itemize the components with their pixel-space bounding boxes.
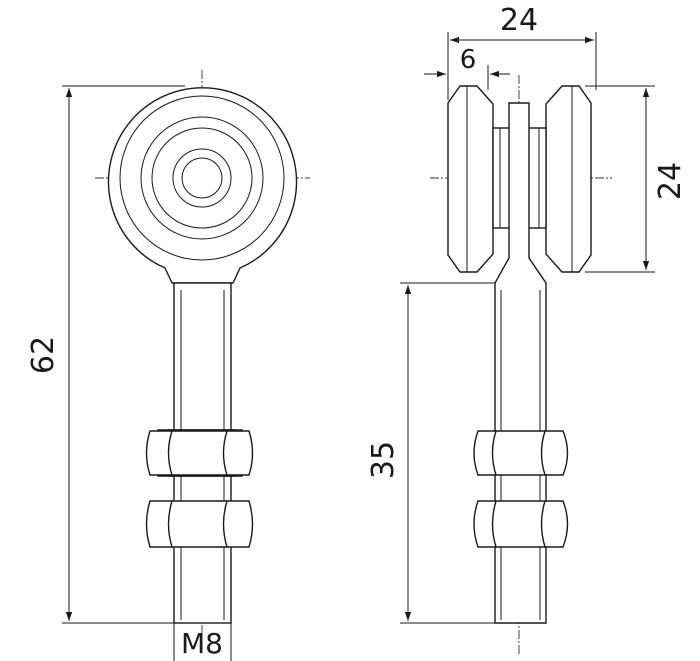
axle xyxy=(494,102,547,624)
dim-total-height: 62 xyxy=(26,336,61,374)
eye-outer xyxy=(107,87,298,284)
side-nut-upper xyxy=(473,430,569,476)
nut-upper xyxy=(145,429,254,477)
front-view: 62 M8 xyxy=(26,70,310,661)
wheel-flange-left xyxy=(447,85,494,273)
nut-lower xyxy=(145,500,254,548)
side-nut-lower xyxy=(473,500,569,548)
dim-thread-length: 35 xyxy=(366,441,401,479)
dim-total-width: 24 xyxy=(500,3,538,38)
dim-flange-width: 6 xyxy=(460,45,477,75)
dim-wheel-diameter: 24 xyxy=(653,162,688,200)
side-view: 24 6 24 35 xyxy=(366,3,688,655)
dim-thread: M8 xyxy=(181,627,223,660)
wheel-flange-right xyxy=(545,85,592,273)
